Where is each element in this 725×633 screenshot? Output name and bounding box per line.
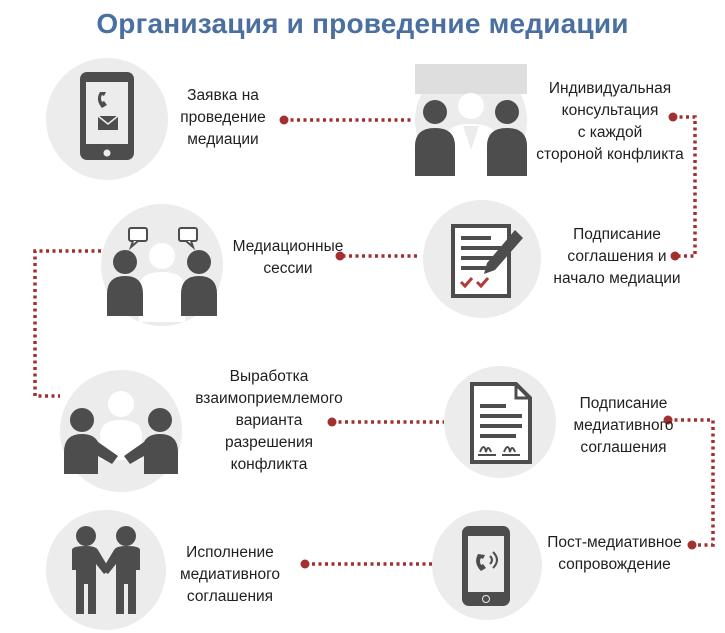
step-5-circle [60, 370, 182, 492]
connector-dot-5 [327, 417, 337, 427]
two-people-handshake-icon [72, 526, 140, 614]
step-6-line-2: медиативного [573, 417, 674, 434]
step-2-circle [415, 64, 527, 176]
step-6-line-3: соглашения [580, 439, 667, 456]
step-8-label: Исполнение медиативного соглашения [160, 542, 300, 608]
connector-dot-6 [663, 415, 673, 425]
step-7-line-1: Пост-медиативное [547, 534, 682, 551]
signed-agreement-icon [470, 382, 532, 464]
step-2-line-1: Индивидуальная [548, 80, 672, 97]
step-5-label: Выработка взаимоприемлемого варианта раз… [176, 366, 362, 476]
step-3-line-1: Подписание [573, 226, 661, 243]
page-title: Организация и проведение медиации [96, 8, 629, 39]
step-1-line-3: медиации [187, 131, 259, 148]
step-2-line-3: с каждой [577, 124, 643, 141]
connector-dot-8 [300, 559, 310, 569]
connector-dot-3 [670, 251, 680, 261]
step-4-label: Медиационные сессии [228, 236, 348, 280]
connector-2-3 [673, 115, 697, 258]
step-1-circle [46, 58, 168, 180]
step-7-line-2: сопровождение [558, 556, 671, 573]
step-6-label: Подписание медиативного соглашения [556, 393, 691, 459]
step-7-circle [432, 510, 542, 620]
step-4-line-2: сессии [263, 260, 313, 277]
step-5-line-5: конфликта [230, 456, 308, 473]
step-6-circle [444, 366, 556, 478]
step-1-line-2: проведение [180, 109, 266, 126]
step-5-line-3: варианта [235, 412, 303, 429]
step-8-line-3: соглашения [186, 588, 274, 605]
step-2-line-4: стороной конфликта [536, 146, 684, 163]
connector-6-7 [668, 418, 715, 547]
signing-document-icon [451, 224, 523, 298]
step-3-circle [423, 200, 541, 318]
connector-dot-1 [279, 115, 289, 125]
step-4-circle [101, 204, 223, 326]
connector-dot-7 [687, 540, 697, 550]
step-5-line-4: разрешения [224, 434, 314, 451]
step-5-line-1: Выработка [229, 368, 309, 385]
step-3-line-3: начало медиации [553, 270, 681, 287]
step-5-line-2: взаимоприемлемого [195, 390, 343, 407]
step-3-line-2: соглашения и [567, 248, 667, 265]
step-2-line-2: консультация [561, 102, 659, 119]
step-8-line-2: медиативного [179, 566, 281, 583]
consultation-people-icon [415, 64, 527, 176]
connector-dot-4 [335, 251, 345, 261]
step-3-label: Подписание соглашения и начало медиации [542, 224, 692, 290]
phone-call-icon [462, 526, 510, 606]
step-1-line-1: Заявка на [187, 87, 259, 104]
step-6-line-1: Подписание [579, 395, 668, 412]
step-4-line-1: Медиационные [232, 238, 344, 255]
step-1-label: Заявка на проведение медиации [168, 85, 278, 151]
step-2-label: Индивидуальная консультация с каждой сто… [520, 78, 700, 166]
dialogue-people-icon [107, 227, 217, 322]
handshake-icon [64, 391, 178, 474]
phone-message-icon [80, 72, 134, 160]
connector-4-5 [33, 249, 101, 398]
step-8-circle [46, 510, 166, 630]
step-7-label: Пост-медиативное сопровождение [532, 532, 697, 576]
connector-dot-2 [668, 112, 678, 122]
step-8-line-1: Исполнение [186, 544, 274, 561]
